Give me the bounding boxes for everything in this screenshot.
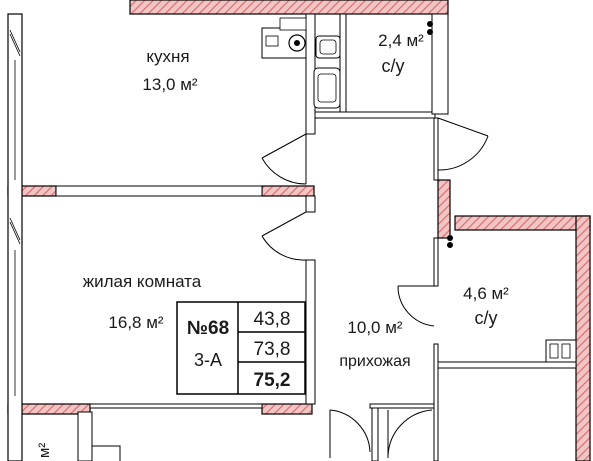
small-wc-area: 2,4 м²: [378, 31, 424, 50]
hallway-area: 10,0 м²: [347, 318, 402, 337]
small-wc-door-leaf: [437, 117, 489, 137]
total-area-with-balcony-value: 75,2: [254, 370, 291, 391]
right-column: [437, 179, 451, 239]
large-wc-door-arc: [397, 285, 435, 327]
living-hall-partition: [305, 259, 316, 405]
large-wc-name: с/у: [474, 308, 497, 328]
total-area-value: 73,8: [254, 339, 291, 360]
entrance-door-arc-left: [329, 409, 371, 453]
living-door-leaf: [261, 211, 307, 237]
left-outer-wall: [7, 13, 23, 461]
hallway-name: прихожая: [339, 353, 410, 370]
room-labels: кухня 13,0 м² 2,4 м² с/у жилая комната 1…: [36, 31, 509, 458]
kitchen-door-arc: [261, 157, 307, 185]
small-wc-bottom-wall: [314, 111, 436, 119]
right-outer-wall: [575, 215, 591, 461]
large-wc-area: 4,6 м²: [463, 284, 509, 303]
living-room-area: 16,8 м²: [108, 313, 163, 332]
large-wc-bottom-wall: [437, 361, 577, 369]
kitchen-door-leaf: [261, 133, 307, 159]
living-door-arc: [261, 235, 307, 261]
kitchen-living-partition: [55, 185, 263, 197]
load-bearing-walls: [7, 0, 591, 461]
living-room-name: жилая комната: [83, 272, 202, 291]
living-area-value: 43,8: [254, 309, 291, 330]
bottom-mid-wall: [261, 403, 313, 415]
kitchen-name: кухня: [146, 47, 189, 66]
right-top-wall: [454, 215, 591, 231]
bottom-left-area-fragment: м²: [36, 443, 53, 458]
kitchen-area: 13,0 м²: [142, 75, 197, 94]
partition-walls: [7, 13, 577, 461]
fixtures: [261, 17, 577, 363]
doors: [92, 117, 489, 461]
apartment-card: №68 3-А 43,8 73,8 75,2: [176, 301, 306, 395]
mid-partition-stub: [261, 185, 315, 197]
apartment-number: №68: [187, 318, 229, 339]
small-wc-door-arc: [437, 135, 489, 171]
small-wc-name: с/у: [381, 56, 404, 76]
apartment-type: 3-А: [194, 350, 222, 370]
top-wall: [129, 0, 449, 15]
entrance-door-arc-right: [387, 409, 433, 457]
